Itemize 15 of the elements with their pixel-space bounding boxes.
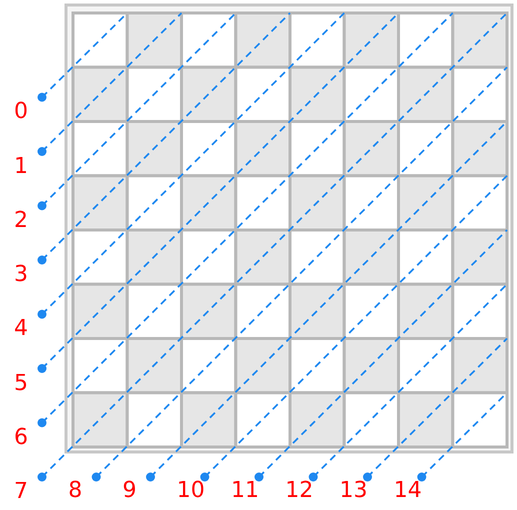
diagonal-number: 6: [14, 426, 28, 449]
diagonal-number: 12: [285, 480, 314, 502]
diagonal-number: 5: [14, 372, 28, 394]
diagonal-number: 14: [394, 480, 422, 502]
diagonal-number: 3: [14, 264, 28, 286]
diagonal-number: 8: [68, 480, 82, 502]
diagonal-number: 2: [14, 210, 28, 232]
diagonal-number: 1: [14, 156, 28, 178]
diagonal-number: 0: [14, 101, 28, 124]
diagonal-number: 10: [176, 480, 205, 502]
diagonal-number: 11: [231, 480, 259, 502]
diagonal-number: 4: [14, 318, 28, 340]
diagonal-number: 7: [14, 481, 28, 503]
diagonal-number: 13: [340, 480, 368, 502]
diagonal-number: 9: [122, 480, 136, 502]
